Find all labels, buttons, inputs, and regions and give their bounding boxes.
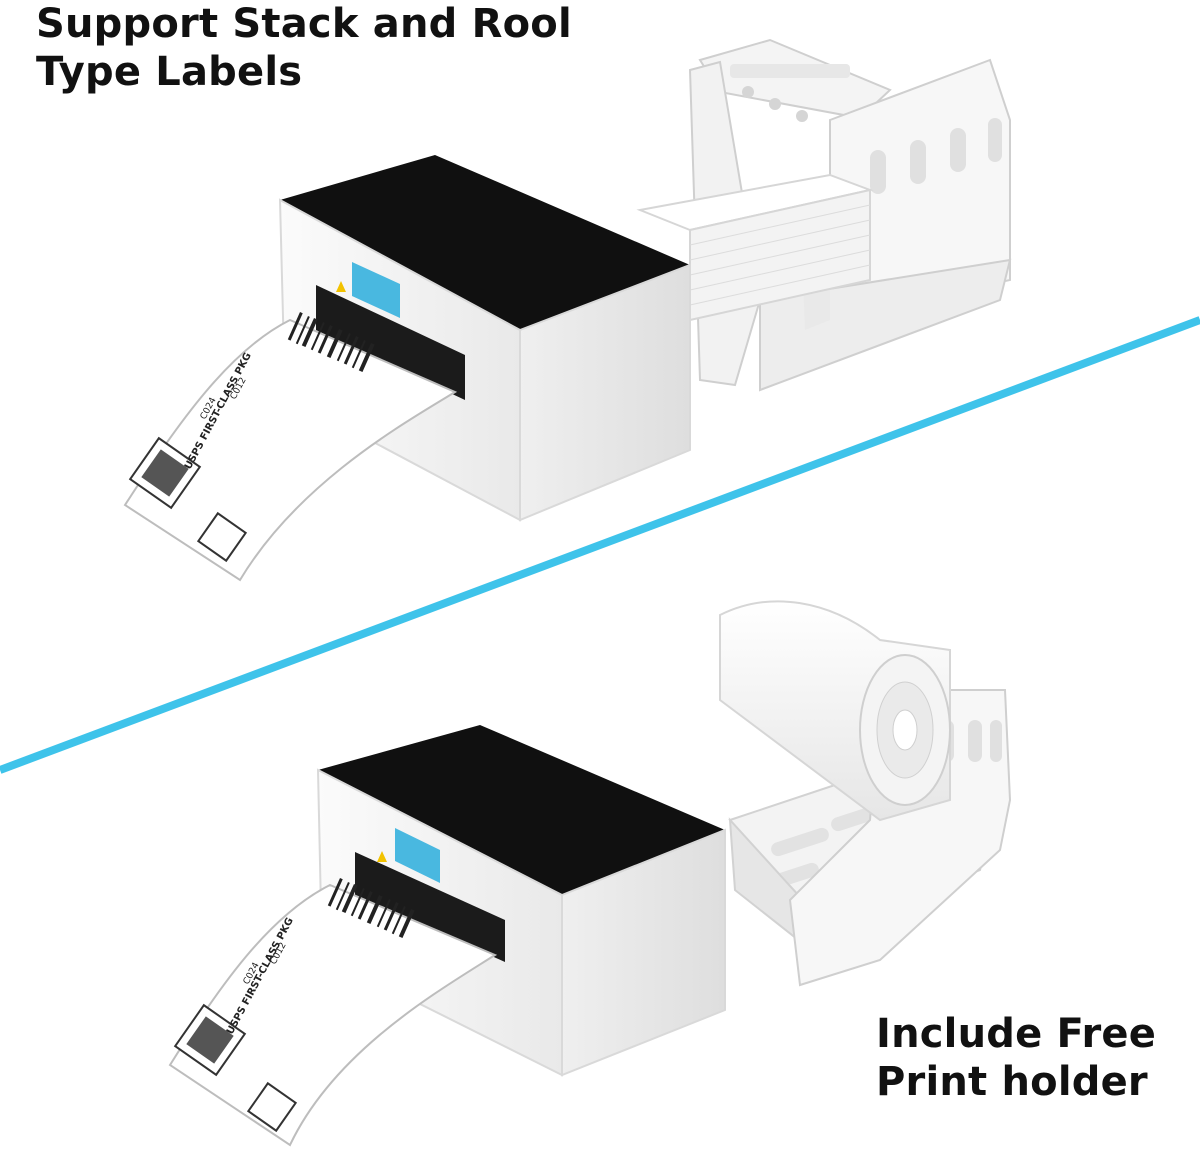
feed-button-icon (352, 262, 400, 318)
bottom-label-roll (719, 600, 951, 822)
bottom-printer (316, 725, 726, 1077)
diagonal-divider (0, 316, 1200, 774)
bottom-caption-line-2: Print holder (876, 1059, 1148, 1105)
bottom-caption-line-1: Include Free (876, 1011, 1157, 1057)
printer-lid (280, 155, 690, 330)
bottom-label-holder (728, 689, 1012, 987)
top-scene: USPS FIRST-CLASS PKG C012 C024 (123, 38, 1012, 582)
top-label-stack (636, 173, 874, 322)
top-caption-line-1: Support Stack and Rool (36, 1, 572, 47)
printer-lid (318, 725, 725, 895)
feed-button-icon (395, 828, 440, 883)
top-caption: Support Stack and Rool Type Labels (36, 0, 572, 96)
bottom-caption: Include Free Print holder (876, 1010, 1156, 1106)
top-caption-line-2: Type Labels (36, 49, 303, 95)
